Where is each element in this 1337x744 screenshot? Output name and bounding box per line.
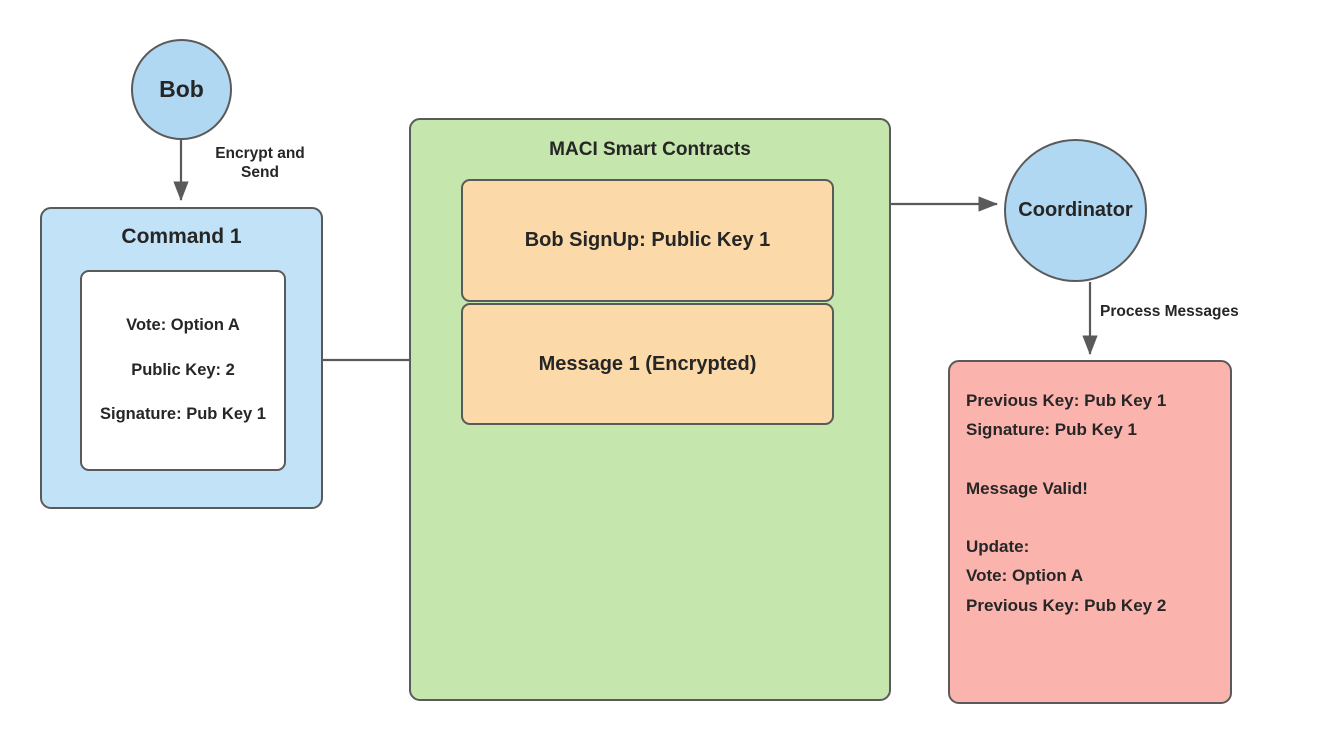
- node-processing-result[interactable]: Previous Key: Pub Key 1 Signature: Pub K…: [948, 360, 1232, 704]
- command-1-details: Vote: Option A Public Key: 2 Signature: …: [80, 270, 286, 471]
- command-1-title: Command 1: [121, 225, 242, 248]
- command-1-vote: Vote: Option A: [126, 315, 240, 334]
- node-command-1[interactable]: Command 1 Vote: Option A Public Key: 2 S…: [40, 207, 323, 509]
- node-coordinator[interactable]: Coordinator: [1004, 139, 1147, 282]
- node-bob-label: Bob: [159, 76, 204, 102]
- node-maci-smart-contracts[interactable]: MACI Smart Contracts Bob SignUp: Public …: [409, 118, 891, 701]
- node-bob-signup[interactable]: Bob SignUp: Public Key 1: [461, 179, 834, 302]
- message-1-label: Message 1 (Encrypted): [538, 352, 757, 375]
- bob-signup-label: Bob SignUp: Public Key 1: [524, 229, 771, 251]
- processing-result-text: Previous Key: Pub Key 1 Signature: Pub K…: [966, 391, 1167, 615]
- node-message-1[interactable]: Message 1 (Encrypted): [461, 303, 834, 425]
- node-coordinator-label: Coordinator: [1018, 199, 1133, 221]
- command-1-signature: Signature: Pub Key 1: [100, 405, 266, 424]
- node-bob[interactable]: Bob: [131, 39, 232, 140]
- maci-title: MACI Smart Contracts: [549, 139, 751, 160]
- command-1-public-key: Public Key: 2: [131, 360, 235, 379]
- edge-label-process-messages: Process Messages: [1100, 303, 1239, 320]
- edge-label-encrypt-and-send: Encrypt and Send: [215, 145, 305, 182]
